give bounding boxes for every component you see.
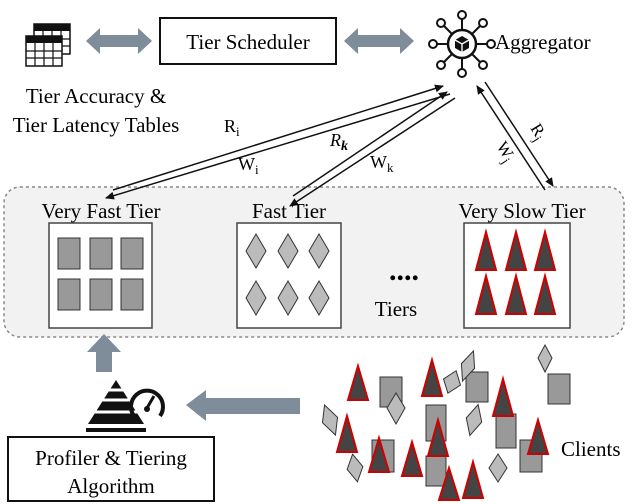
link-r-j-label: Rj (524, 120, 551, 144)
very-slow-tier-label: Very Slow Tier (458, 199, 585, 223)
aggregator-label: Aggregator (495, 30, 591, 54)
clients-to-profiler-arrow (186, 390, 300, 421)
tables-scheduler-arrow (86, 28, 152, 54)
tier-links (105, 81, 554, 207)
profiler-icon (86, 380, 165, 432)
clients-label: Clients (561, 437, 621, 461)
tables-caption-line1: Tier Accuracy & (26, 84, 166, 108)
very-fast-tier-label: Very Fast Tier (41, 199, 160, 223)
very-slow-tier-box (463, 222, 571, 329)
tables-icon (25, 23, 71, 67)
profiler-box: Profiler & Tiering Algorithm (7, 436, 215, 502)
profiler-label-line2: Algorithm (67, 474, 155, 498)
clients-cluster (321, 343, 571, 501)
link-w-i-label: Wi (238, 154, 259, 177)
very-fast-tier-box (48, 222, 153, 329)
fast-tier-box (236, 222, 342, 329)
tables-caption-line2: Tier Latency Tables (13, 113, 180, 137)
tiers-ellipsis: .... (389, 254, 419, 287)
fast-tier-label: Fast Tier (252, 199, 326, 223)
link-w-k-label: Wk (370, 152, 394, 175)
tier-scheduler-box: Tier Scheduler (159, 17, 337, 65)
scheduler-aggregator-arrow (344, 28, 414, 54)
tier-scheduler-label: Tier Scheduler (186, 30, 309, 54)
tiers-label: Tiers (375, 297, 417, 321)
aggregator-icon (428, 10, 496, 78)
link-w-j-label: Wj (490, 138, 519, 166)
link-r-k-label: Rk (329, 130, 348, 154)
profiler-label-line1: Profiler & Tiering (35, 446, 187, 470)
link-r-i-label: Ri (224, 116, 240, 139)
profiler-up-arrow (87, 334, 121, 372)
